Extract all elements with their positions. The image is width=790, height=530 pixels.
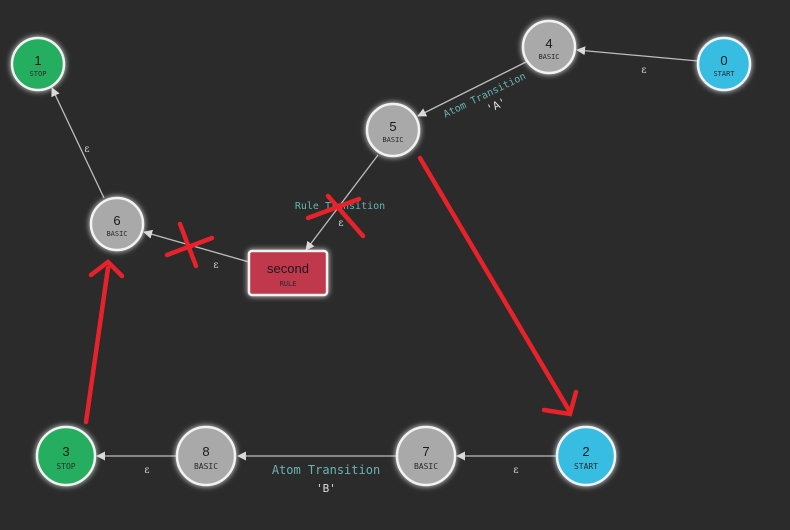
node-3-id: 3	[62, 444, 69, 459]
node-2[interactable]: 2 START	[555, 425, 617, 487]
cross-mark-rule-to-6	[164, 221, 215, 269]
edge-6-to-1	[51, 87, 105, 199]
annotation-arrow-3-to-6	[83, 259, 125, 425]
cross-mark-5-to-rule	[305, 193, 366, 239]
node-8-type: BASIC	[194, 462, 218, 471]
node-4-id: 4	[545, 36, 552, 51]
node-2-id: 2	[582, 444, 589, 459]
node-6-id: 6	[113, 213, 120, 228]
node-7[interactable]: 7 BASIC	[395, 425, 457, 487]
node-4[interactable]: 4 BASIC	[521, 19, 577, 75]
node-7-id: 7	[422, 444, 429, 459]
rule-node-type: RULE	[280, 280, 297, 288]
node-4-type: BASIC	[538, 53, 559, 61]
node-5-id: 5	[389, 119, 396, 134]
node-6[interactable]: 6 BASIC	[89, 196, 145, 252]
edge-4-to-5-label: Atom Transition	[442, 71, 528, 120]
edge-0-to-4-label: ε	[641, 65, 646, 76]
edge-0-to-4	[576, 46, 699, 62]
node-6-type: BASIC	[106, 230, 127, 238]
node-0-type: START	[713, 70, 735, 78]
edge-8-to-3-label: ε	[144, 465, 149, 476]
rule-node-second[interactable]: second RULE	[247, 249, 329, 297]
node-2-type: START	[574, 462, 598, 471]
edge-6-to-1-label: ε	[84, 144, 89, 155]
node-1-type: STOP	[30, 70, 47, 78]
node-5[interactable]: 5 BASIC	[365, 102, 421, 158]
nodes: 0 START 1 STOP 4 BASIC 5 BASIC 6 BASIC	[10, 19, 752, 487]
edge-7-to-8-sublabel: 'B'	[316, 482, 336, 495]
annotations	[83, 155, 579, 425]
edge-5-to-rule	[305, 154, 379, 251]
node-0[interactable]: 0 START	[696, 36, 752, 92]
node-3-type: STOP	[56, 462, 75, 471]
node-5-type: BASIC	[382, 136, 403, 144]
rule-node-name: second	[267, 261, 309, 276]
edge-2-to-7-label: ε	[513, 465, 518, 476]
edge-4-to-5	[417, 61, 527, 117]
edge-5-to-rule-sublabel: ε	[338, 218, 343, 229]
node-1[interactable]: 1 STOP	[10, 36, 66, 92]
edge-rule-to-6	[143, 229, 250, 263]
annotation-arrow-5-to-2	[417, 155, 579, 417]
node-0-id: 0	[720, 53, 727, 68]
node-8[interactable]: 8 BASIC	[175, 425, 237, 487]
node-7-type: BASIC	[414, 462, 438, 471]
node-8-id: 8	[202, 444, 209, 459]
edge-7-to-8-label: Atom Transition	[272, 463, 380, 477]
edge-rule-to-6-label: ε	[213, 260, 218, 271]
node-3[interactable]: 3 STOP	[35, 425, 97, 487]
node-1-id: 1	[34, 53, 41, 68]
